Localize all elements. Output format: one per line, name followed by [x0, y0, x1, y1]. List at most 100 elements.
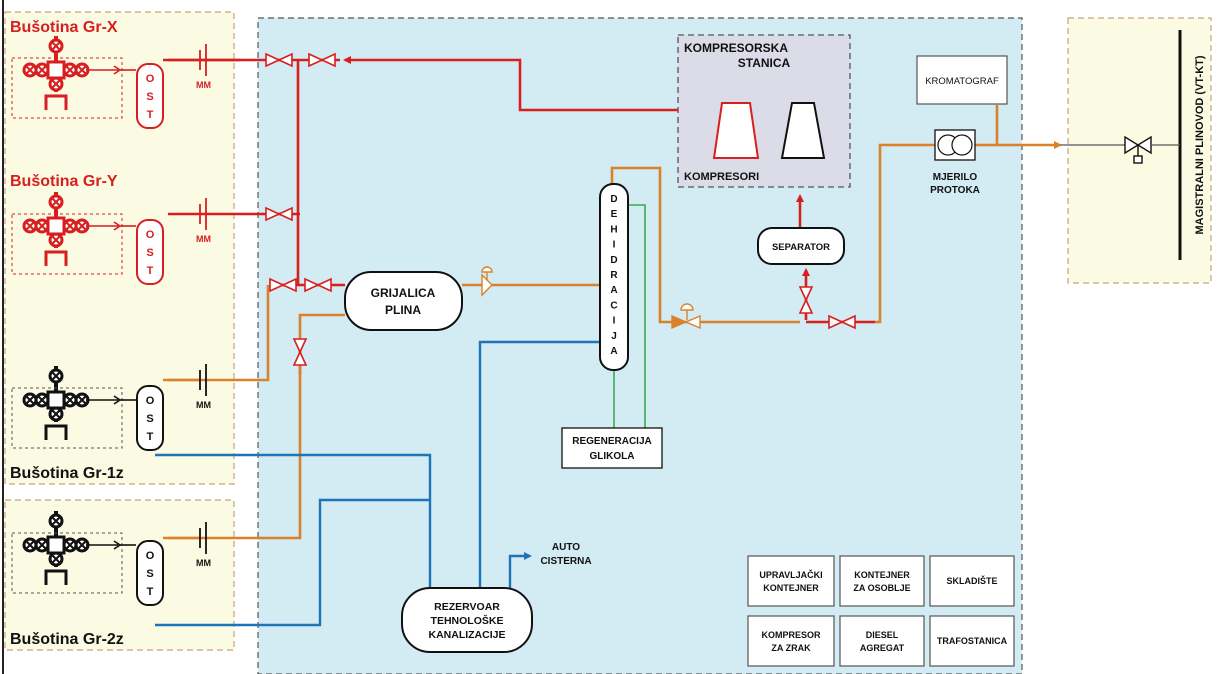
well-gr-1z-ost-s: S: [146, 413, 153, 425]
well-gr-1z-ost-o: O: [146, 395, 155, 407]
well-gr-x-ost-t: T: [147, 109, 154, 121]
well-gr-x-ost-o: O: [146, 73, 155, 85]
pipe-compressor-return: [343, 56, 678, 112]
dehydration-letter: I: [613, 240, 616, 251]
glycol-regen-line2: GLIKOLA: [590, 451, 635, 462]
facility-diesel-line2: AGREGAT: [860, 643, 905, 653]
gas-heater-line2: PLINA: [385, 303, 421, 317]
facility-storage-line1: SKLADIŠTE: [946, 575, 997, 586]
dehydration-letter: A: [610, 285, 617, 296]
well-gr-y-ost: [136, 219, 164, 285]
pipe-water-dehy: [478, 340, 600, 590]
flow-meter-line1: MJERILO: [933, 172, 978, 183]
well-gr-2z-ost-t: T: [147, 586, 154, 598]
well-gr-y-mm: MM: [196, 234, 211, 244]
pipe-gr-2z: [168, 313, 345, 540]
well-gr-x-title: Bušotina Gr-X: [10, 19, 118, 36]
well-gr-1z-flowline-box: [11, 387, 123, 449]
well-gr-y-ost-o: O: [146, 229, 155, 241]
facility-control-line1: UPRAVLJAČKI: [759, 569, 822, 580]
tank-line3: KANALIZACIJE: [428, 629, 505, 641]
well-gr-2z-meter: [199, 522, 207, 554]
pipe-gr-1z: [168, 285, 270, 382]
drainage-tank: [401, 587, 533, 653]
tank-line1: REZERVOAR: [434, 601, 500, 613]
well-gr-1z-meter: [199, 364, 207, 396]
dehydration-letter: J: [611, 331, 617, 342]
well-zone-bottom: [4, 499, 235, 651]
facility-air-compressor-line2: ZA ZRAK: [771, 643, 811, 653]
glycol-regeneration: [561, 427, 663, 469]
auto-tanker-line2: CISTERNA: [540, 556, 591, 567]
auto-tanker-line1: AUTO: [552, 542, 580, 553]
compressor-station-title-2: STANICA: [738, 56, 791, 70]
dehydration-letter: I: [613, 316, 616, 327]
dehydration-letter: D: [610, 194, 617, 205]
glycol-regen-line1: REGENERACIJA: [572, 436, 651, 447]
compressor-red: [712, 102, 760, 159]
facility-control-container: UPRAVLJAČKI KONTEJNER: [747, 555, 835, 607]
pipe-water-auto: [508, 552, 532, 590]
control-valve-dehy: [671, 303, 701, 330]
facility-transformer: TRAFOSTANICA: [929, 615, 1015, 667]
dehydration-letter: C: [610, 300, 617, 311]
compressor-station-title-1: KOMPRESORSKA: [684, 41, 788, 55]
well-gr-y-flowline-box: [11, 213, 123, 275]
well-gr-2z-ost: [136, 540, 164, 606]
well-gr-1z-ost-t: T: [147, 431, 154, 443]
compressor-label: KOMPRESORI: [684, 171, 759, 183]
gas-heater-line1: GRIJALICA: [371, 286, 436, 300]
pipe-water-1z: [155, 453, 432, 590]
gas-heater: [344, 271, 463, 331]
well-gr-x-flowline-box: [11, 57, 123, 119]
facility-storage: SKLADIŠTE: [929, 555, 1015, 607]
well-gr-x-ost-s: S: [146, 91, 153, 103]
facility-diesel-line1: DIESEL: [866, 630, 899, 640]
well-gr-x-mm: MM: [196, 80, 211, 90]
pipeline-valve: [1124, 135, 1152, 164]
well-gr-x-ost: [136, 63, 164, 129]
pipe-to-meter: [875, 143, 935, 324]
compressor-black: [780, 102, 826, 159]
dehydration-letter: E: [611, 209, 618, 220]
separator-label: SEPARATOR: [772, 242, 830, 253]
well-gr-2z-mm: MM: [196, 558, 211, 568]
pipe-water-2z: [155, 498, 430, 627]
well-gr-y-meter: [199, 198, 207, 230]
control-valve-heater: [481, 266, 493, 297]
pipe-dehy-top: [610, 166, 800, 324]
facility-diesel-generator: DIESEL AGREGAT: [839, 615, 925, 667]
well-gr-y-title: Bušotina Gr-Y: [10, 173, 118, 190]
well-gr-2z-ost-s: S: [146, 568, 153, 580]
pipeline-label: MAGISTRALNI PLINOVOD (VT-KT): [1194, 55, 1206, 234]
facility-air-compressor-line1: KOMPRESOR: [761, 630, 821, 640]
facility-staff-line2: ZA OSOBLJE: [853, 583, 910, 593]
facility-air-compressor: KOMPRESOR ZA ZRAK: [747, 615, 835, 667]
facility-staff-line1: KONTEJNER: [854, 570, 910, 580]
well-gr-1z-mm: MM: [196, 400, 211, 410]
flow-meter-line2: PROTOKA: [930, 185, 980, 196]
well-gr-2z-flowline-box: [11, 532, 123, 594]
pipeline-zone: [1067, 17, 1212, 284]
well-gr-1z-title: Bušotina Gr-1z: [10, 465, 124, 482]
chromatograph: [916, 55, 1008, 105]
well-gr-2z-ost-o: O: [146, 550, 155, 562]
flow-meter-rotor-2: [951, 134, 973, 156]
pipe-glycol-2: [622, 204, 646, 428]
dehydration-letter: D: [610, 255, 617, 266]
facility-control-line2: KONTEJNER: [763, 583, 819, 593]
separator: [757, 227, 845, 265]
facility-transformer-line1: TRAFOSTANICA: [937, 636, 1008, 646]
well-gr-1z-ost: [136, 385, 164, 451]
facility-staff-container: KONTEJNER ZA OSOBLJE: [839, 555, 925, 607]
well-gr-x-meter: [199, 44, 207, 76]
tank-line2: TEHNOLOŠKE: [431, 614, 504, 627]
dehydration-letter: R: [610, 270, 618, 281]
well-gr-y-ost-s: S: [146, 247, 153, 259]
dehydration-letter: H: [610, 224, 617, 235]
chromatograph-label: KROMATOGRAF: [925, 76, 999, 87]
well-gr-y-ost-t: T: [147, 265, 154, 277]
well-gr-2z-title: Bušotina Gr-2z: [10, 631, 124, 648]
